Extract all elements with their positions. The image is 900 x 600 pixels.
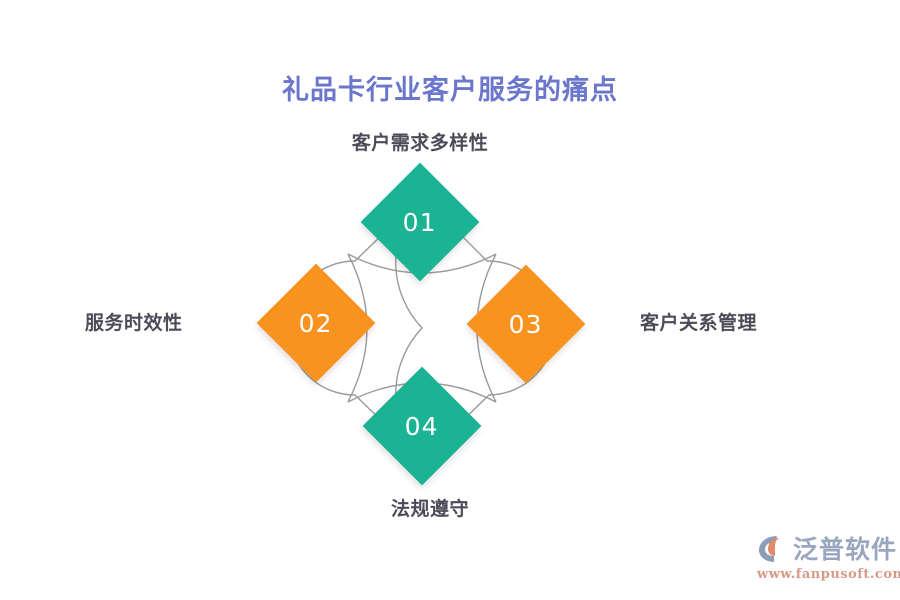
- logo-url-text: www.fanpusoft.com: [757, 567, 900, 582]
- logo-row: 泛普软件: [757, 534, 897, 564]
- node-label-04: 法规遵守: [390, 498, 469, 520]
- node-number-01: 01: [403, 207, 437, 237]
- node-number-02: 02: [299, 308, 333, 338]
- fanpu-logo-icon: [759, 536, 779, 562]
- node-label-03: 客户关系管理: [640, 312, 758, 334]
- watermark-logo: 泛普软件 www.fanpusoft.com: [757, 534, 900, 592]
- node-label-02: 服务时效性: [85, 312, 183, 334]
- logo-brand-text: 泛普软件: [793, 534, 898, 564]
- node-number-04: 04: [405, 411, 439, 441]
- node-label-01: 客户需求多样性: [351, 132, 489, 154]
- page-title: 礼品卡行业客户服务的痛点: [282, 75, 618, 106]
- node-number-03: 03: [509, 309, 543, 339]
